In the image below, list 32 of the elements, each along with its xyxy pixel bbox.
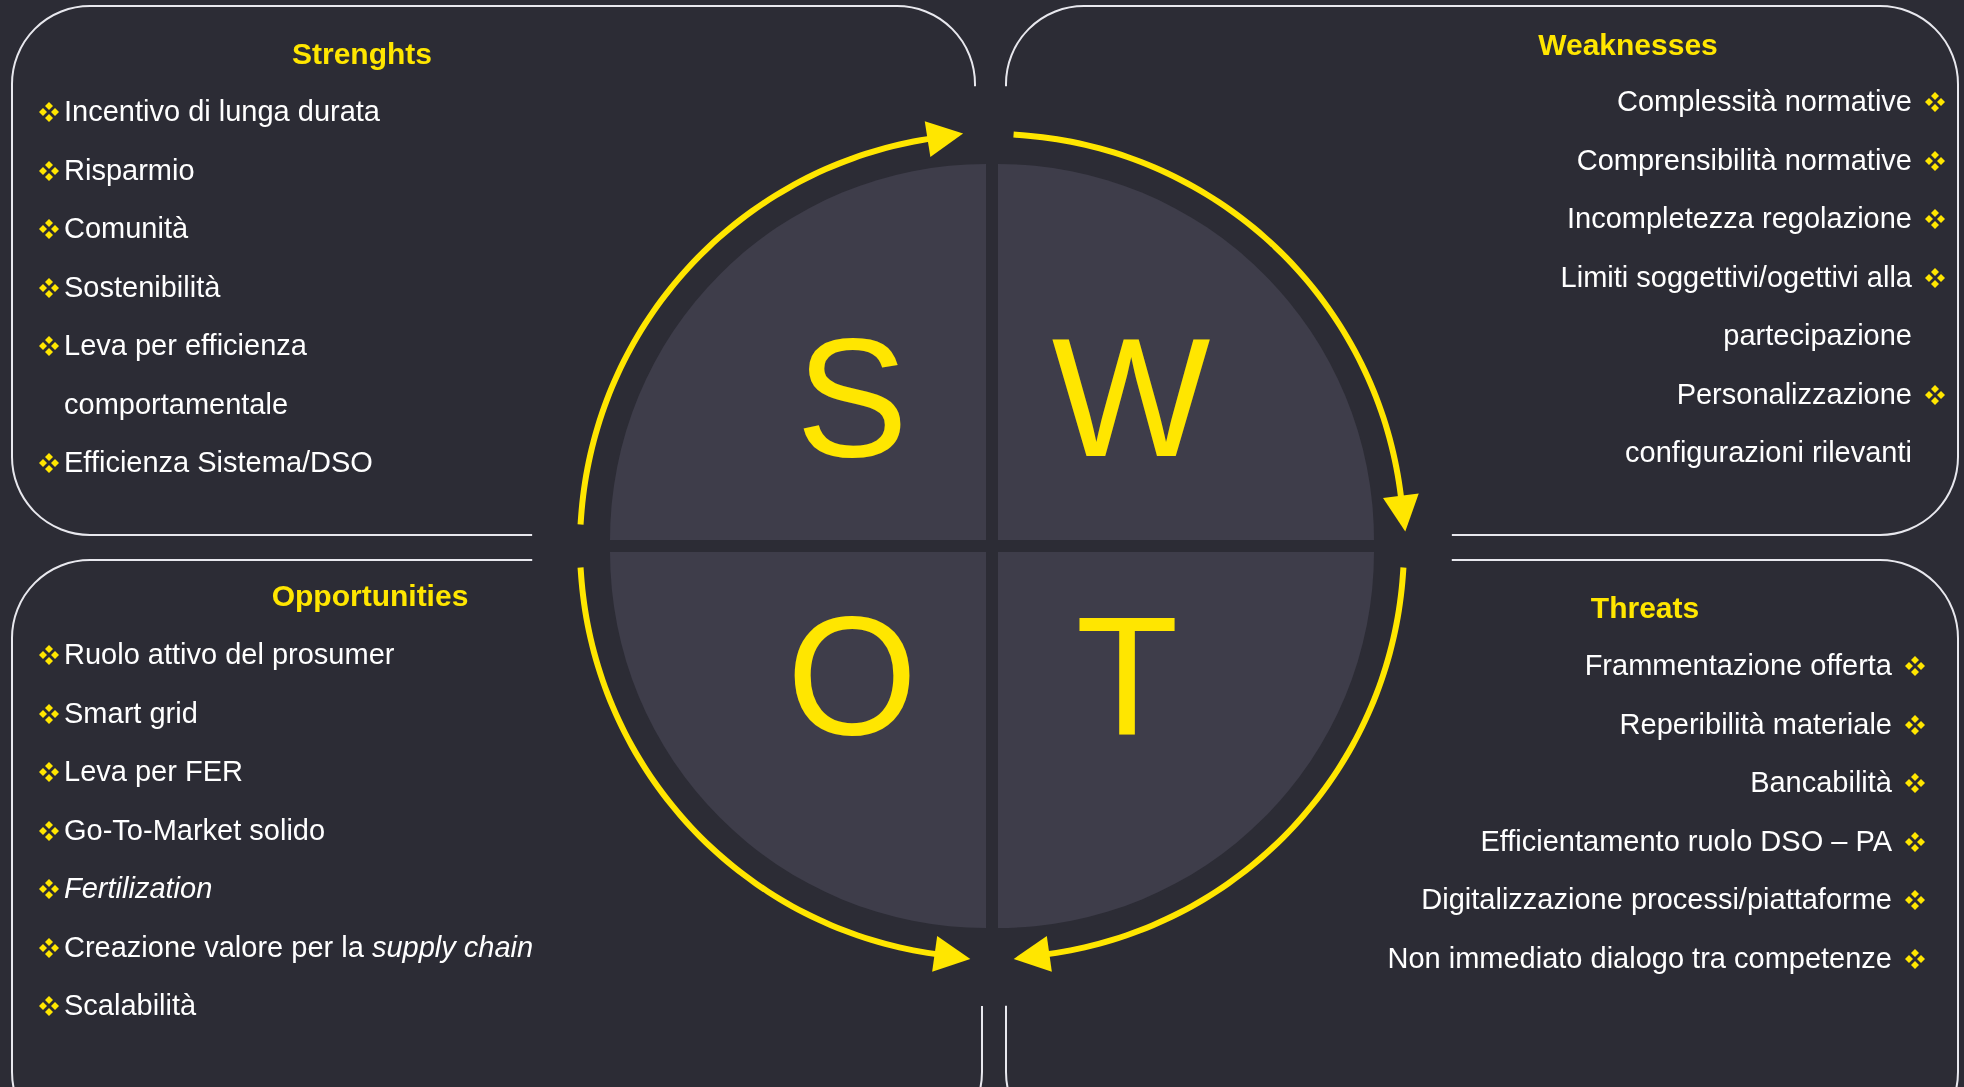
list-item: Non immediato dialogo tra competenze bbox=[1387, 940, 1892, 976]
list-item: Personalizzazione configurazioni rilevanti bbox=[1624, 376, 1912, 470]
list-item: Limiti soggettivi/ogettivi alla partecipazione bbox=[1559, 259, 1912, 353]
list-item: Sostenibilità bbox=[64, 269, 221, 305]
panel-heading: Weaknesses bbox=[1538, 27, 1718, 63]
list-item: Go-To-Market solido bbox=[64, 812, 326, 848]
list-item: Comunità bbox=[64, 211, 189, 246]
panel-heading: Threats bbox=[1590, 590, 1700, 626]
panel-heading: Strenghts bbox=[292, 36, 432, 72]
list-item: Risparmio bbox=[64, 152, 195, 188]
list-item: Efficientamento ruolo DSO – PA bbox=[1480, 823, 1892, 859]
list-item: Incompletezza regolazione bbox=[1567, 201, 1912, 236]
list-item: Leva per FER bbox=[64, 754, 243, 789]
list-item: Efficienza Sistema/DSO bbox=[64, 445, 373, 480]
swot-letter: S bbox=[795, 314, 909, 482]
list-item: Fertilization bbox=[64, 871, 213, 906]
list-item: Frammentazione offerta bbox=[1584, 648, 1892, 683]
panel-heading: Opportunities bbox=[271, 578, 469, 614]
list-item: Ruolo attivo del prosumer bbox=[64, 637, 395, 672]
list-item: Leva per efficienza comportamentale bbox=[64, 328, 308, 422]
list-item: Reperibilità materiale bbox=[1619, 706, 1892, 742]
swot-letter: W bbox=[1051, 314, 1211, 482]
swot-letter: O bbox=[786, 592, 918, 760]
list-item: Scalabilità bbox=[64, 988, 197, 1023]
list-item: Digitalizzazione processi/piattaforme bbox=[1421, 882, 1892, 917]
list-item: Bancabilità bbox=[1750, 765, 1892, 800]
list-item: Creazione valore per la supply chain bbox=[64, 929, 534, 965]
list-item: Complessità normative bbox=[1617, 84, 1912, 119]
list-item: Incentivo di lunga durata bbox=[64, 94, 380, 129]
list-item: Smart grid bbox=[64, 695, 198, 731]
swot-letter: T bbox=[1075, 592, 1179, 760]
list-item: Comprensibilità normative bbox=[1576, 142, 1912, 178]
